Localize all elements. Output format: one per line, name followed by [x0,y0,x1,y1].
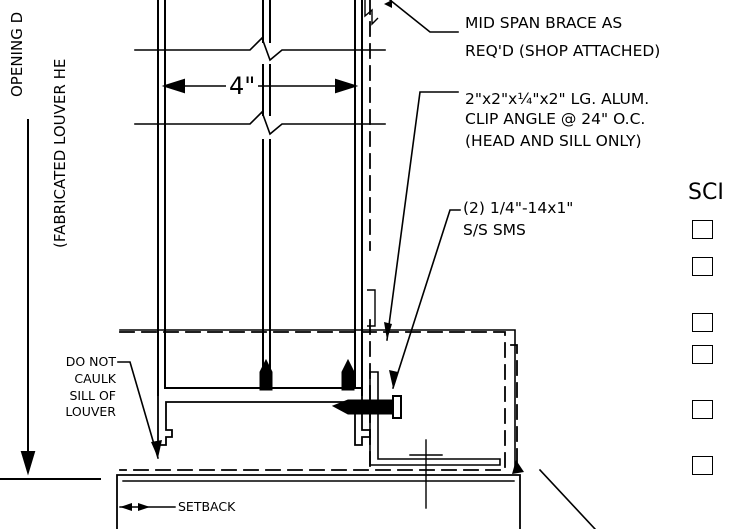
opening-side-label: OPENING D [8,11,26,97]
mid-span-brace [364,0,379,26]
schedule-checkbox[interactable] [692,220,713,239]
schedule-checkbox[interactable] [692,456,713,475]
caulk-note-3: SILL OF [69,388,116,403]
clip-angle [369,371,501,466]
schedule-checkbox[interactable] [692,257,713,276]
caulk-note-4: LOUVER [65,404,116,419]
four-inch-dimension: 4" [226,74,259,98]
clip-angle-note-1: 2"x2"x¼"x2" LG. ALUM. [465,90,650,108]
mid-span-note-1: MID SPAN BRACE AS [465,14,623,32]
fabricated-side-label: (FABRICATED LOUVER HE [51,58,69,248]
brace-bracket [367,289,376,327]
mid-span-note-2: REQ'D (SHOP ATTACHED) [465,42,661,60]
screw-note-2: S/S SMS [463,221,526,239]
screw-leader [391,209,461,390]
sill-outline [119,329,516,471]
schedule-heading: SCI [688,180,724,205]
mid-span-leader [388,0,459,33]
screw-left [259,358,273,391]
screw-note-1: (2) 1/4"-14x1" [463,199,574,217]
caulk-note-2: CAULK [74,371,116,386]
schedule-checkbox[interactable] [692,313,713,332]
break-line-bottom [134,110,386,136]
opening-dashed-outline [119,0,506,471]
screw-head [392,395,402,419]
clip-angle-note-3: (HEAD AND SILL ONLY) [465,132,642,150]
opening-dimension-arrow [20,451,36,476]
schedule-checkbox[interactable] [692,345,713,364]
clip-angle-leader [386,91,459,341]
caulk-note-1: DO NOT [65,354,116,369]
caulk-leader [117,361,159,459]
clip-angle-note-2: CLIP ANGLE @ 24" O.C. [465,110,646,128]
break-line-top [134,36,386,62]
screw-horizontal [331,399,395,415]
schedule-checkbox[interactable] [692,400,713,419]
setback-label: SETBACK [178,499,236,514]
sill-extrusion [157,394,371,446]
sill-lower-outline [116,474,521,529]
screw-right [341,358,355,391]
